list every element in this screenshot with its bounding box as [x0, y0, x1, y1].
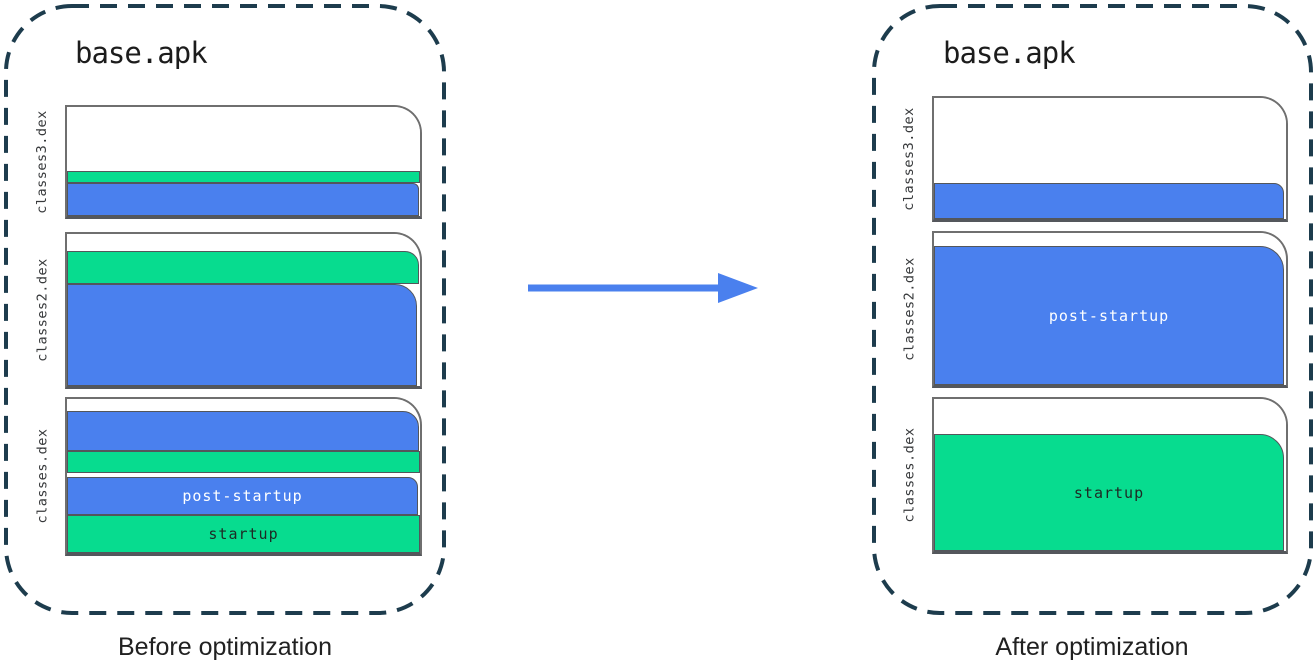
before-classes-label: classes.dex	[34, 428, 51, 524]
before-caption: Before optimization	[117, 633, 332, 661]
startup-segment-label: startup	[1073, 483, 1145, 502]
segment-gap	[67, 473, 420, 477]
after-classes-label: classes.dex	[901, 427, 918, 523]
unused-space-segment	[934, 399, 1286, 434]
after-classes3-label: classes3.dex	[901, 107, 917, 211]
post-startup-code-segment: post-startup	[67, 477, 418, 515]
post-startup-code-segment: post-startup	[934, 246, 1284, 385]
post-startup-segment-label: post-startup	[182, 487, 303, 505]
unused-space-segment	[67, 107, 420, 171]
before-apk-title: base.apk	[75, 36, 208, 70]
unused-space-segment	[934, 98, 1286, 183]
post-startup-code-segment	[67, 284, 417, 386]
after-classes3-file	[932, 96, 1288, 222]
startup-code-segment: startup	[934, 434, 1284, 551]
unused-space-segment	[934, 233, 1286, 246]
before-classes3-file	[65, 105, 422, 219]
after-caption: After optimization	[995, 633, 1189, 661]
startup-code-segment	[67, 171, 420, 183]
startup-code-segment	[67, 451, 420, 473]
startup-code-segment: startup	[67, 515, 420, 553]
post-startup-code-segment	[934, 183, 1284, 219]
before-classes-file: post-startup startup	[65, 397, 422, 556]
post-startup-segment-label: post-startup	[1048, 306, 1170, 325]
after-classes-file: startup	[932, 397, 1288, 554]
after-classes2-label: classes2.dex	[901, 257, 918, 361]
post-startup-code-segment	[67, 183, 419, 216]
transform-arrow	[528, 273, 758, 303]
post-startup-code-segment	[67, 411, 419, 451]
before-classes3-label: classes3.dex	[34, 110, 50, 214]
before-classes2-label: classes2.dex	[34, 258, 51, 362]
unused-space-segment	[67, 399, 420, 411]
after-apk-title: base.apk	[943, 36, 1076, 70]
after-classes2-file: post-startup	[932, 231, 1288, 388]
startup-segment-label: startup	[208, 525, 279, 543]
before-classes2-file	[65, 232, 422, 389]
startup-code-segment	[67, 251, 419, 284]
unused-space-segment	[67, 234, 420, 251]
